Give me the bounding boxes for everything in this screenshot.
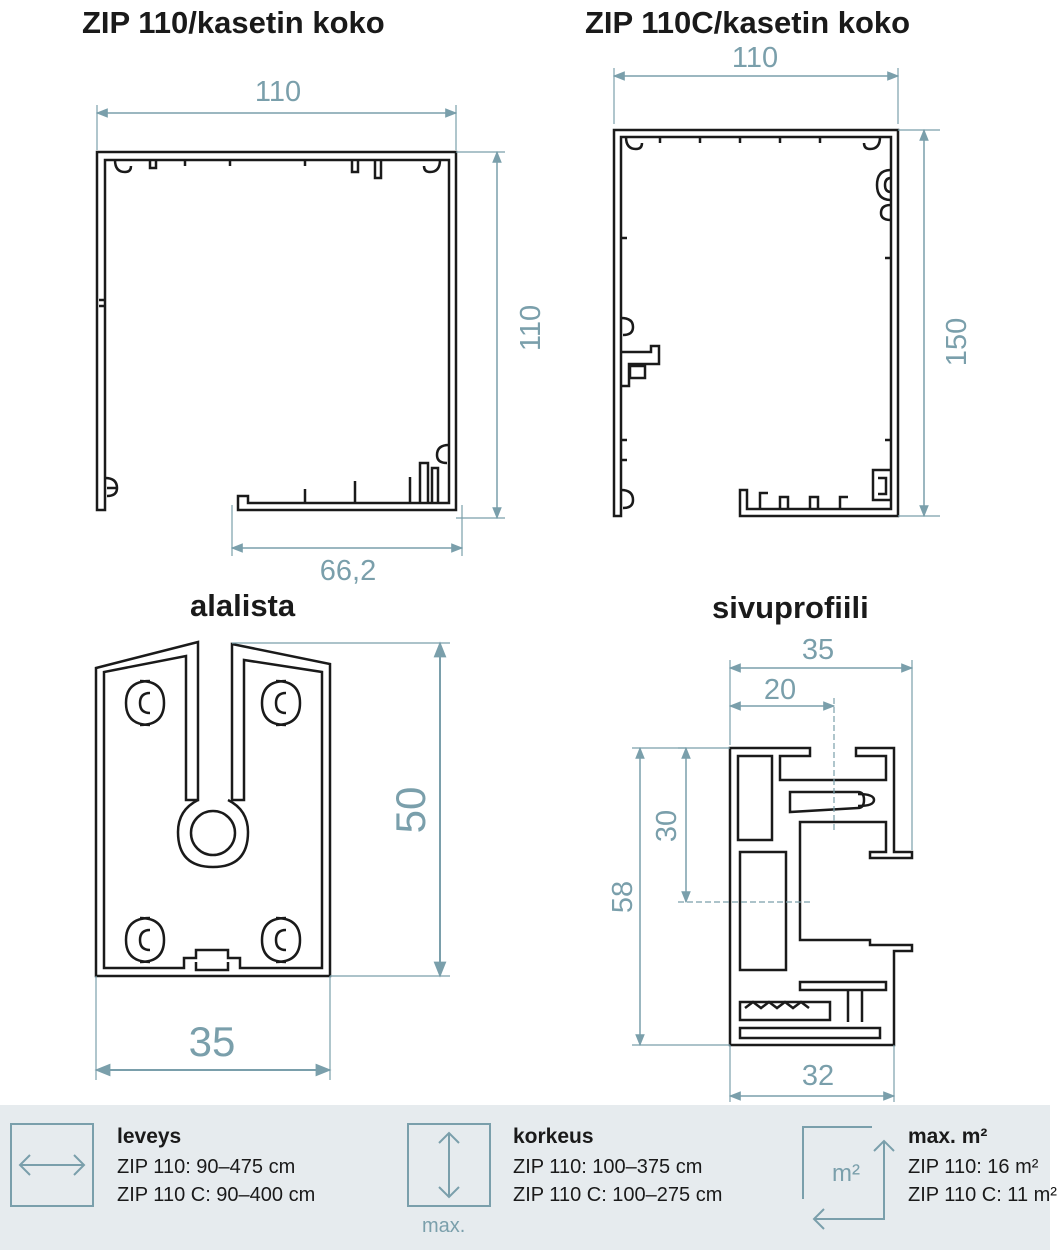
sivuprofiili-dimensions: 35 20 30 58 32 xyxy=(607,634,914,1102)
zip110c-width-label: 110 xyxy=(732,42,778,74)
zip110c-profile xyxy=(612,128,900,518)
spec-height-line2: ZIP 110 C: 100–275 cm xyxy=(513,1184,723,1206)
zip110-height-label: 110 xyxy=(515,305,547,351)
sivu-width-top-label: 35 xyxy=(802,634,834,666)
alalista-dimensions: 50 35 xyxy=(94,641,450,1080)
alalista-profile xyxy=(94,640,332,978)
title-sivuprofiili: sivuprofiili xyxy=(712,590,869,625)
zip110c-dimensions: 110 150 xyxy=(612,42,973,518)
area-icon: m² xyxy=(802,1126,895,1230)
spec-height: korkeus ZIP 110: 100–375 cm ZIP 110 C: 1… xyxy=(513,1125,722,1209)
spec-area-line2: ZIP 110 C: 11 m² xyxy=(908,1184,1057,1206)
spec-width-heading: leveys xyxy=(117,1125,182,1148)
spec-width-line1: ZIP 110: 90–475 cm xyxy=(117,1156,296,1178)
spec-area: max. m² ZIP 110: 16 m² ZIP 110 C: 11 m² xyxy=(908,1125,1057,1209)
sivu-width-bottom-label: 32 xyxy=(802,1060,834,1092)
zip110-profile xyxy=(95,150,458,512)
spec-area-heading: max. m² xyxy=(908,1125,988,1148)
spec-height-line1: ZIP 110: 100–375 cm xyxy=(513,1156,703,1178)
technical-drawings: 110 110 66,2 110 150 xyxy=(94,42,973,1102)
sivu-width-inner-label: 20 xyxy=(764,674,796,706)
title-alalista: alalista xyxy=(190,588,296,623)
zip110c-height-label: 150 xyxy=(941,318,973,366)
spec-infobar: leveys ZIP 110: 90–475 cm ZIP 110 C: 90–… xyxy=(0,1105,1057,1250)
spec-height-heading: korkeus xyxy=(513,1125,594,1148)
sivu-height-inner-label: 30 xyxy=(651,810,683,842)
alalista-height-label: 50 xyxy=(387,787,434,834)
zip110-opening-label: 66,2 xyxy=(320,555,376,587)
area-icon-label: m² xyxy=(832,1160,860,1187)
spec-width-line2: ZIP 110 C: 90–400 cm xyxy=(117,1184,316,1206)
alalista-width-label: 35 xyxy=(189,1018,236,1065)
height-arrows-icon xyxy=(407,1123,491,1207)
sivu-height-total-label: 58 xyxy=(607,881,639,913)
zip110-width-label: 110 xyxy=(255,76,301,108)
spec-width: leveys ZIP 110: 90–475 cm ZIP 110 C: 90–… xyxy=(117,1125,315,1209)
title-zip110c: ZIP 110C/kasetin koko xyxy=(585,5,911,40)
sivuprofiili-profile xyxy=(728,746,914,1047)
spec-area-line1: ZIP 110: 16 m² xyxy=(908,1156,1039,1178)
width-arrows-icon xyxy=(10,1123,94,1207)
zip110-dimensions: 110 110 66,2 xyxy=(95,76,547,587)
height-max-label: max. xyxy=(422,1215,466,1237)
title-zip110: ZIP 110/kasetin koko xyxy=(82,5,385,40)
